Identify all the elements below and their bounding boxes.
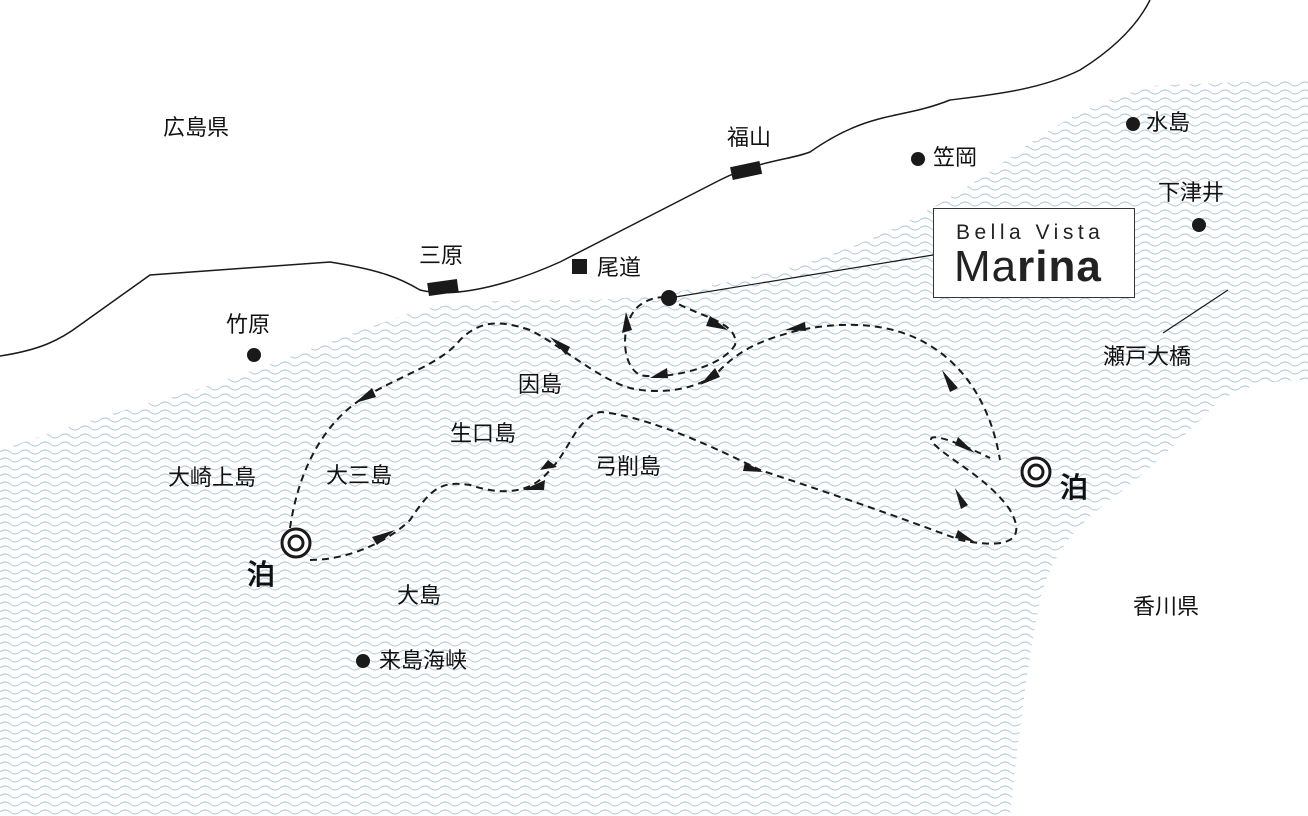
- station-marker-fukuyama: [730, 161, 763, 180]
- label-yugeshima: 弓削島: [595, 455, 662, 480]
- arrow-10: [955, 488, 968, 509]
- arrow-4: [706, 316, 728, 330]
- cruise-routes: [289, 296, 1018, 561]
- arrow-1: [355, 388, 376, 403]
- label-shimotsui: 下津井: [1158, 181, 1225, 206]
- bridge-leader-line: [1162, 289, 1229, 334]
- label-omishima: 大三島: [326, 464, 393, 489]
- mizushima-dot-icon: [1126, 117, 1140, 131]
- arrow-5: [650, 368, 668, 378]
- logo-bottom-bold: rina: [1017, 242, 1102, 291]
- arrow-11: [955, 530, 975, 542]
- label-takehara: 竹原: [226, 313, 271, 338]
- onomichi-square-icon: [572, 259, 587, 274]
- arrow-8: [942, 370, 958, 392]
- route-onomichi-loop: [624, 296, 737, 378]
- arrow-14: [540, 460, 557, 470]
- label-ikuchijima: 生口島: [450, 422, 517, 447]
- coastline: [0, 0, 1151, 357]
- label-osakikamijima: 大崎上島: [168, 466, 257, 491]
- marina-logo-box: Bella Vista Marina: [933, 208, 1135, 298]
- label-onomichi: 尾道: [597, 256, 642, 281]
- label-stay-east: 泊: [1060, 471, 1089, 504]
- label-seto-ohashi: 瀬戸大橋: [1103, 345, 1192, 370]
- station-marker-mihara: [427, 278, 459, 297]
- label-hiroshima: 広島県: [163, 116, 230, 141]
- logo-bottom-text: Marina: [954, 245, 1102, 289]
- stay-west-icon: [280, 527, 312, 559]
- kasaoka-dot-icon: [911, 152, 925, 166]
- route-west-south: [309, 410, 1018, 561]
- label-innoshima: 因島: [518, 373, 563, 398]
- label-stay-west: 泊: [247, 558, 276, 591]
- logo-top-text: Bella Vista: [956, 221, 1105, 244]
- shimotsui-dot-icon: [1192, 218, 1206, 232]
- label-mizushima: 水島: [1146, 111, 1191, 136]
- arrow-12: [372, 530, 395, 545]
- label-kasaoka: 笠岡: [933, 146, 978, 171]
- arrow-13: [523, 480, 545, 490]
- arrow-9: [955, 437, 975, 453]
- arrow-7: [785, 322, 806, 331]
- stay-east-icon: [1020, 456, 1052, 488]
- arrow-2: [550, 337, 570, 355]
- takehara-dot-icon: [247, 348, 261, 362]
- arrow-15: [743, 462, 763, 472]
- arrow-6: [700, 368, 720, 385]
- marina-leader-line: [668, 254, 934, 299]
- label-mihara: 三原: [419, 244, 464, 269]
- arrow-3: [622, 312, 632, 333]
- kurushima-dot-icon: [356, 654, 370, 668]
- label-kagawa: 香川県: [1133, 595, 1200, 620]
- route-arrows: [355, 312, 975, 545]
- logo-bottom-light: Ma: [954, 242, 1018, 291]
- sea-area: [0, 80, 1308, 816]
- label-oshima: 大島: [397, 584, 442, 609]
- label-fukuyama: 福山: [727, 126, 772, 151]
- label-kurushima: 来島海峡: [379, 649, 468, 674]
- route-west-north: [289, 322, 1001, 529]
